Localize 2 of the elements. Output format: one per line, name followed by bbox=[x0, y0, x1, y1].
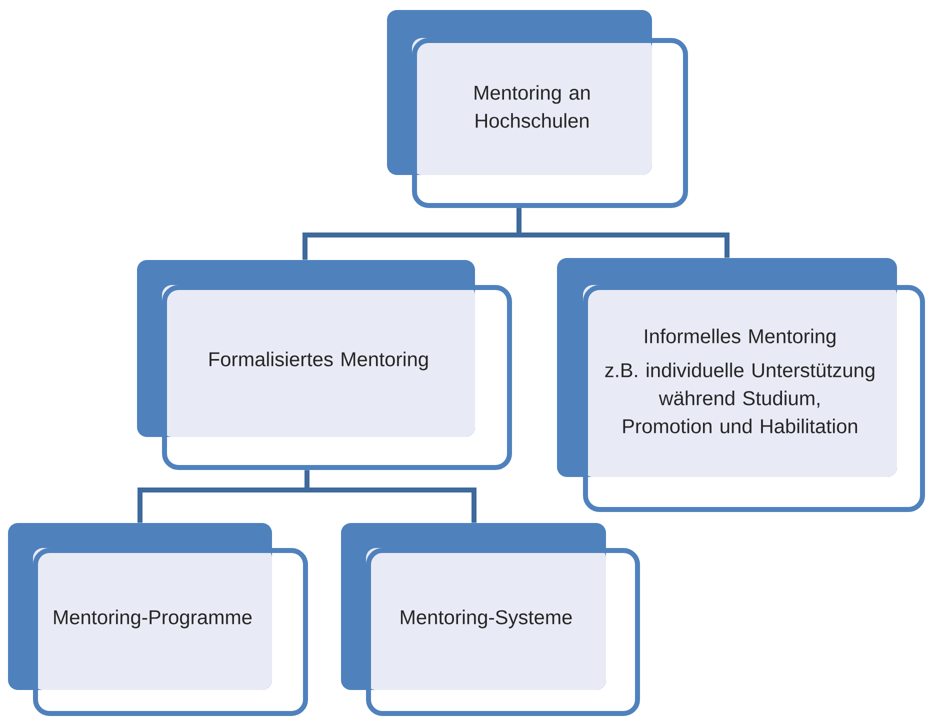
connector bbox=[516, 208, 730, 258]
connector bbox=[304, 470, 476, 523]
